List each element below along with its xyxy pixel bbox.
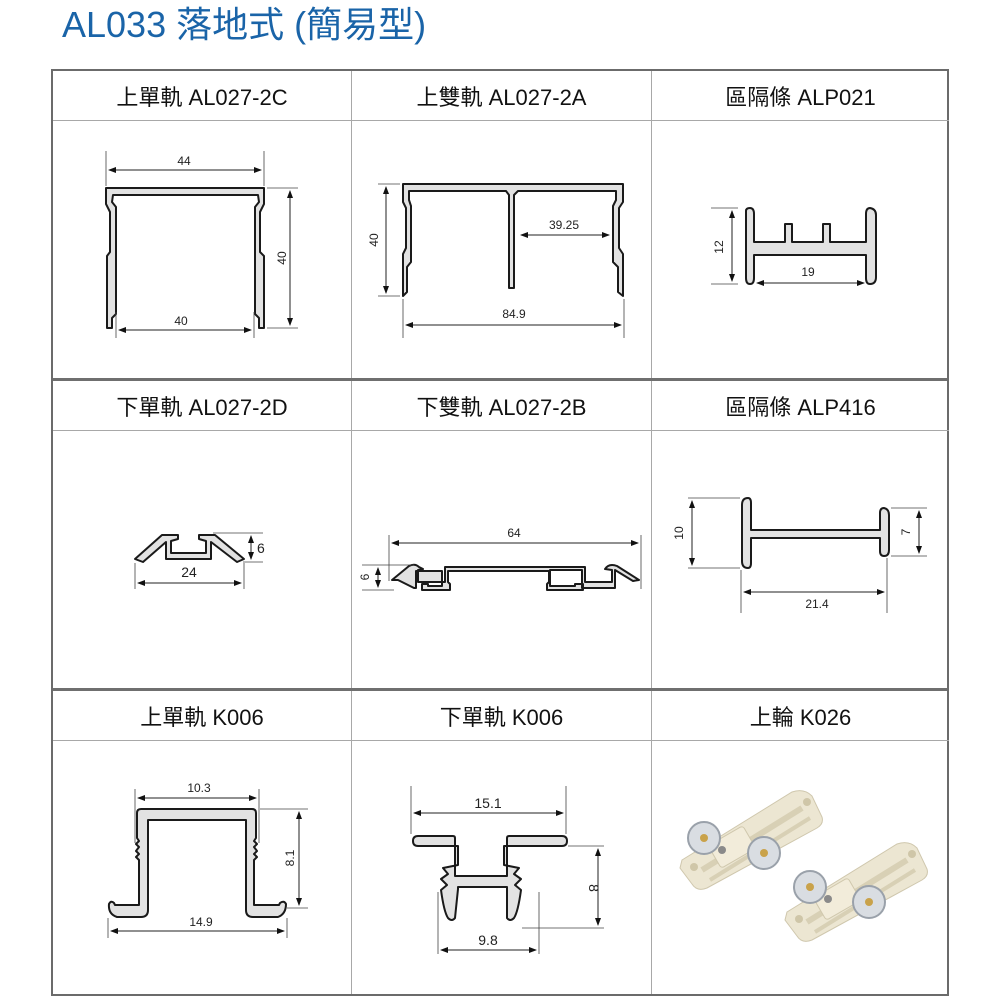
dim-top-width: 10.3: [187, 781, 211, 795]
dim-height: 40: [275, 251, 289, 265]
dim-bottom-width: 9.8: [478, 932, 498, 948]
cell-header: 上輪 K026: [652, 691, 949, 741]
product-spec-table: 上單軌 AL027-2C 44 40: [51, 69, 949, 996]
table-row: 上單軌 AL027-2C 44 40: [53, 71, 949, 378]
dim-top-width: 44: [177, 154, 191, 168]
dim-channel-width: 39.25: [549, 218, 579, 232]
roller-unit-1: [679, 790, 823, 890]
dim-height: 6: [257, 540, 265, 556]
cell-header: 上單軌 K006: [53, 691, 351, 741]
dim-bottom-width: 14.9: [189, 915, 213, 929]
cell-header: 區隔條 ALP416: [652, 381, 949, 431]
cell-k006-lower: 下單軌 K006 15.1 8 9.8: [351, 691, 651, 994]
dim-right-height: 7: [899, 528, 913, 535]
dim-left-height: 10: [672, 526, 686, 540]
cell-k006-upper: 上單軌 K006 10.3 8.1 14.9: [53, 691, 351, 994]
cell-header: 下單軌 AL027-2D: [53, 381, 351, 431]
table-row: 下單軌 AL027-2D 6 24 下雙軌 AL027-2B: [53, 378, 949, 688]
dim-top-width: 15.1: [474, 795, 501, 811]
dim-height: 12: [712, 240, 726, 254]
dim-width: 64: [507, 526, 521, 540]
cell-k026: 上輪 K026: [651, 691, 949, 994]
dim-height: 40: [367, 233, 381, 247]
cell-header: 下單軌 K006: [352, 691, 651, 741]
page-title: AL033 落地式 (簡易型): [62, 4, 427, 45]
cell-header: 上雙軌 AL027-2A: [352, 71, 651, 121]
table-row: 上單軌 K006 10.3 8.1 14.9: [53, 688, 949, 994]
cell-header: 上單軌 AL027-2C: [53, 71, 351, 121]
cell-header: 區隔條 ALP021: [652, 71, 949, 121]
dim-width: 19: [801, 265, 815, 279]
dim-width: 21.4: [805, 597, 829, 611]
cell-al027-2b: 下雙軌 AL027-2B 64 6: [351, 381, 651, 688]
dim-height: 6: [358, 573, 372, 580]
dim-total-width: 84.9: [502, 307, 526, 321]
cell-al027-2d: 下單軌 AL027-2D 6 24: [53, 381, 351, 688]
cell-al027-2a: 上雙軌 AL027-2A 40 39.25 84.9: [351, 71, 651, 378]
roller-unit-2: [784, 842, 928, 942]
cell-alp416: 區隔條 ALP416 10 7 21.4: [651, 381, 949, 688]
cell-header: 下雙軌 AL027-2B: [352, 381, 651, 431]
cell-alp021: 區隔條 ALP021 12 19: [651, 71, 949, 378]
dim-inner-width: 40: [174, 314, 188, 328]
dim-height: 8: [586, 884, 602, 892]
dim-height: 8.1: [283, 849, 297, 866]
cell-al027-2c: 上單軌 AL027-2C 44 40: [53, 71, 351, 378]
dim-width: 24: [181, 564, 197, 580]
